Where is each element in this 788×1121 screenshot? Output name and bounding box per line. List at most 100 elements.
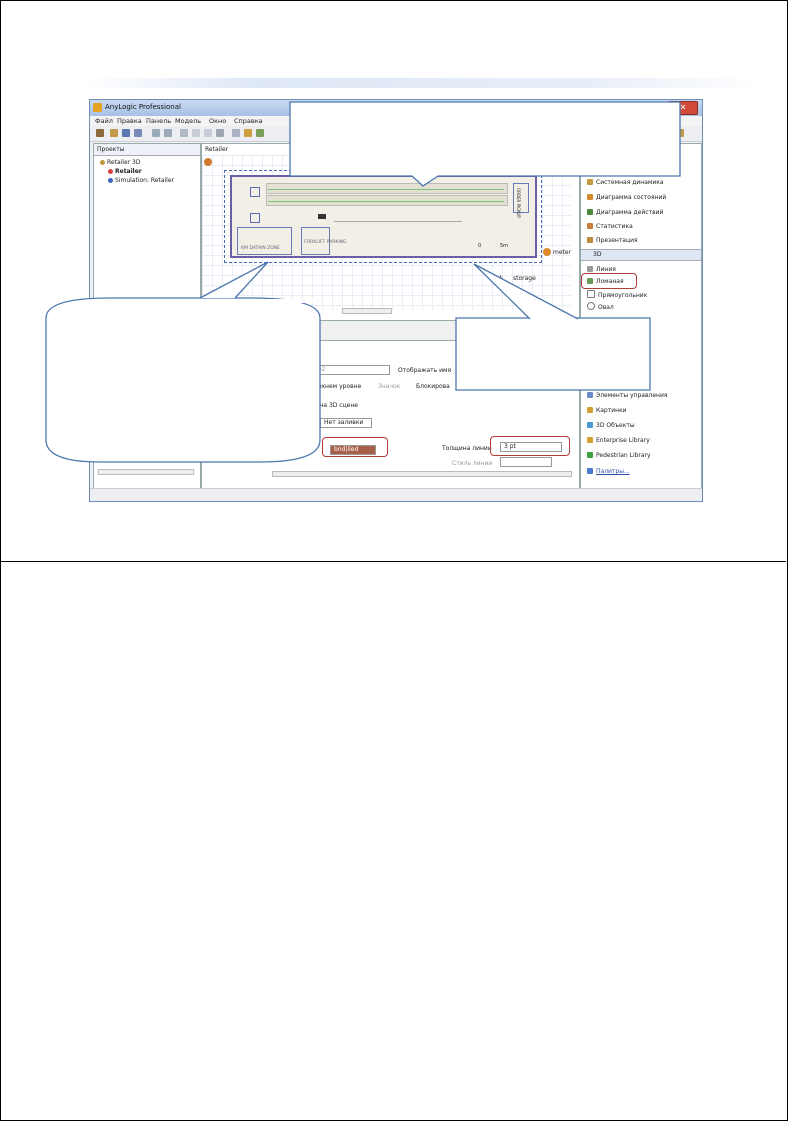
- oval-icon: [587, 302, 595, 310]
- statechart-icon: [587, 194, 593, 200]
- delete-icon[interactable]: [216, 129, 224, 137]
- redo-icon[interactable]: [164, 129, 172, 137]
- line-width-label: Толщина линии: [442, 445, 492, 452]
- simulation-icon: [108, 178, 113, 183]
- tree-item-simulation[interactable]: Simulation: Retailer: [108, 177, 174, 184]
- menu-window[interactable]: Окно: [209, 117, 227, 125]
- pictures-icon: [587, 407, 593, 413]
- rectangle-icon: [587, 290, 595, 298]
- line-width-select[interactable]: 3 pt: [500, 442, 562, 452]
- line-icon: [587, 266, 593, 272]
- palette-pedestrian-library[interactable]: Pedestrian Library: [587, 452, 651, 459]
- pedestrian-library-icon: [587, 452, 593, 458]
- callout-layer: [45, 101, 681, 463]
- palette-3d-header[interactable]: 3D: [581, 249, 701, 261]
- run-icon[interactable]: [256, 129, 264, 137]
- title-banner: [84, 78, 760, 88]
- warehouse-floor[interactable]: ORDER PICKUP RM DATAIN ZONE FORKLIFT PAR…: [230, 175, 537, 258]
- tree-item-retailer[interactable]: Retailer: [108, 168, 142, 175]
- callout-right: [455, 317, 651, 391]
- editor-tab-label: Retailer: [205, 146, 229, 153]
- line-style-label: Стиль линии: [452, 460, 493, 467]
- order-pickup-zone: ORDER PICKUP: [513, 183, 529, 218]
- palettes-icon: [587, 468, 593, 474]
- forklift-icon: [318, 214, 326, 219]
- undo-icon[interactable]: [152, 129, 160, 137]
- controls-icon: [587, 392, 593, 398]
- palette-enterprise-library[interactable]: Enterprise Library: [587, 437, 650, 444]
- save-icon[interactable]: [122, 129, 130, 137]
- callout-right-pointer: [473, 263, 579, 320]
- palette-statistics[interactable]: Статистика: [587, 223, 633, 230]
- palette-more-link[interactable]: Палитры...: [587, 468, 630, 475]
- shelf-row-1: [266, 183, 508, 194]
- meter-label: meter: [553, 249, 572, 256]
- show-3d-label: ь на 3D сцене: [314, 402, 358, 409]
- palette-rectangle[interactable]: Прямоугольник: [587, 290, 647, 299]
- tree-item-retailer-3d[interactable]: Retailer 3D: [100, 159, 140, 166]
- palette-controls[interactable]: Элементы управления: [587, 392, 667, 399]
- node-1: [250, 187, 260, 197]
- page-divider: [0, 561, 786, 562]
- action-chart-icon: [587, 209, 593, 215]
- line-style-select[interactable]: [500, 457, 552, 467]
- node-2: [250, 213, 260, 223]
- callout-left-patch: [202, 299, 320, 303]
- cut-icon[interactable]: [180, 129, 188, 137]
- highlight-line-width: [490, 436, 570, 456]
- highlight-line-color: [322, 437, 388, 457]
- projects-hscrollbar[interactable]: [98, 469, 194, 475]
- line-color-select[interactable]: bnd|iled: [330, 445, 376, 455]
- app-logo-icon: [93, 103, 102, 112]
- print-icon[interactable]: [232, 129, 240, 137]
- menu-panel[interactable]: Панель: [146, 117, 172, 125]
- projects-tab[interactable]: Проекты: [94, 144, 200, 156]
- highlight-polyline: [581, 273, 637, 289]
- save-all-icon[interactable]: [134, 129, 142, 137]
- palette-polyline[interactable]: Ломаная: [587, 278, 624, 285]
- palette-statechart[interactable]: Диаграмма состояний: [587, 194, 666, 201]
- palette-line[interactable]: Линия: [587, 266, 616, 273]
- palette-pictures[interactable]: Картинки: [587, 407, 627, 414]
- palette-oval[interactable]: Овал: [587, 302, 614, 311]
- props-hscrollbar[interactable]: [272, 471, 572, 477]
- open-icon[interactable]: [110, 129, 118, 137]
- palette-system-dynamics[interactable]: Системная динамика: [587, 179, 664, 186]
- callout-top: [289, 101, 681, 187]
- top-level-checkbox[interactable]: ерхнем уровне: [314, 383, 362, 390]
- enterprise-library-icon: [587, 437, 593, 443]
- system-dynamics-icon: [587, 179, 593, 185]
- status-bar: [90, 488, 702, 501]
- meter-icon: [543, 248, 551, 256]
- icon-checkbox[interactable]: Значок: [378, 383, 401, 390]
- new-model-icon[interactable]: [96, 129, 104, 137]
- project-icon: [100, 160, 105, 165]
- agent-icon: [204, 158, 212, 166]
- forklift-parking: FORKLIFT PARKING: [301, 227, 347, 255]
- storage-label: storage: [513, 275, 536, 282]
- editor-hscrollbar[interactable]: [342, 308, 392, 314]
- show-name-checkbox[interactable]: Отображать имя: [398, 367, 452, 374]
- palette-presentation[interactable]: Презентация: [587, 237, 638, 244]
- statistics-icon: [587, 223, 593, 229]
- menu-file[interactable]: Файл: [95, 117, 113, 125]
- menu-edit[interactable]: Правка: [117, 117, 142, 125]
- copy-icon[interactable]: [192, 129, 200, 137]
- projects-tab-label: Проекты: [97, 146, 125, 153]
- palette-panel: Системная динамика Диаграмма состояний Д…: [580, 143, 702, 489]
- presentation-icon: [587, 237, 593, 243]
- lock-checkbox[interactable]: Блокирова: [416, 383, 450, 390]
- callout-left-pointer: [199, 261, 269, 299]
- menu-model[interactable]: Модель: [175, 117, 202, 125]
- palette-action-chart[interactable]: Диаграмма действий: [587, 209, 663, 216]
- path-line-1: [268, 189, 504, 190]
- model-icon: [108, 169, 113, 174]
- paste-icon[interactable]: [204, 129, 212, 137]
- menu-help[interactable]: Справка: [234, 117, 263, 125]
- callout-left: [45, 297, 321, 463]
- build-icon[interactable]: [244, 129, 252, 137]
- window-title: AnyLogic Professional: [105, 103, 181, 111]
- rack-line: [334, 221, 462, 222]
- palette-3d-objects[interactable]: 3D Объекты: [587, 422, 635, 429]
- polyline-icon: [587, 278, 593, 284]
